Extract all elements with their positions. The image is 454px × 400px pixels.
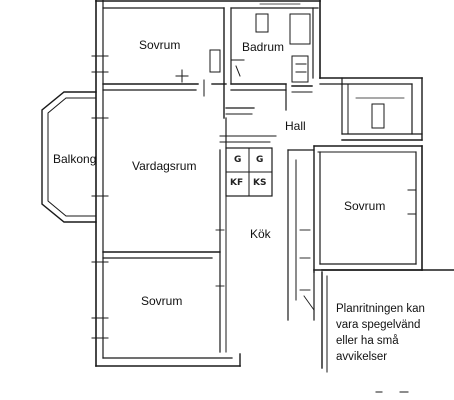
room-label-bedroom-right: Sovrum bbox=[344, 199, 386, 213]
fixture-label-kf: KF bbox=[230, 178, 244, 188]
entrance-fixture bbox=[371, 103, 385, 129]
bath-fixture-2 bbox=[289, 13, 311, 45]
room-label-bedroom-top: Sovrum bbox=[139, 38, 181, 52]
room-label-hall: Hall bbox=[285, 119, 306, 133]
note-line-4: avvikelser bbox=[336, 351, 388, 363]
fixture-label-g1: G bbox=[234, 155, 242, 165]
fixture-label-ks: KS bbox=[253, 178, 267, 188]
room-label-bedroom-bottom: Sovrum bbox=[141, 294, 183, 308]
room-label-bathroom: Badrum bbox=[242, 40, 285, 54]
room-label-living-room: Vardagsrum bbox=[132, 159, 197, 173]
bath-fixture-1 bbox=[255, 13, 269, 33]
room-label-kitchen: Kök bbox=[250, 227, 271, 241]
note-line-2: vara spegelvänd bbox=[336, 319, 421, 331]
bath-fixture-3 bbox=[291, 55, 309, 83]
note-line-3: eller ha små bbox=[336, 335, 399, 347]
note-line-1: Planritningen kan bbox=[336, 303, 425, 315]
room-label-balcony: Balkong bbox=[53, 152, 97, 166]
fixture-label-g2: G bbox=[256, 155, 264, 165]
plan-disclaimer-note: Planritningen kan vara spegelvänd eller … bbox=[336, 301, 454, 365]
balcony-outline bbox=[41, 91, 97, 223]
